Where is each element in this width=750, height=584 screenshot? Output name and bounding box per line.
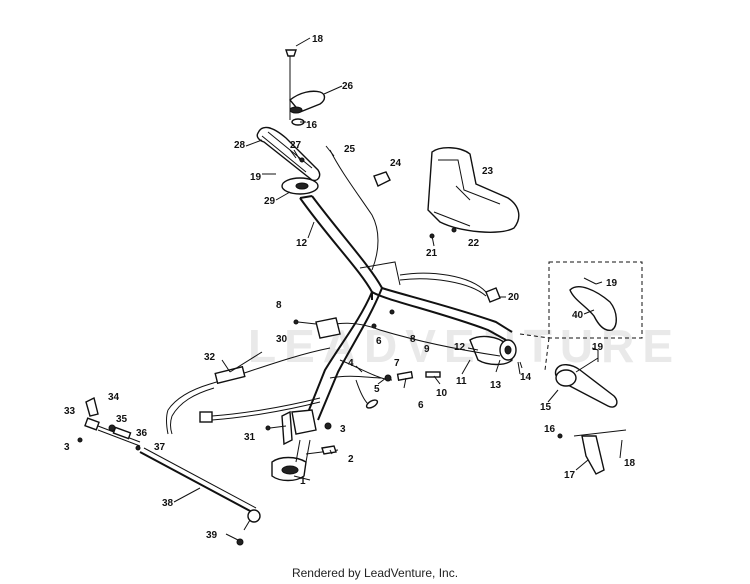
callout-16b: 16 (544, 424, 556, 435)
callout-35: 35 (116, 414, 128, 425)
lower-mount (265, 409, 339, 482)
callout-6b: 6 (418, 400, 424, 411)
inset-box (519, 261, 643, 371)
callout-27: 27 (290, 140, 302, 151)
handlebar-frame (299, 195, 513, 421)
control-rod (139, 447, 261, 546)
callout-8b: 8 (410, 334, 416, 345)
callout-12: 12 (296, 238, 308, 249)
callout-15: 15 (540, 402, 552, 413)
clamp-30 (293, 309, 395, 339)
callout-25: 25 (344, 144, 356, 155)
callout-26: 26 (342, 81, 354, 92)
callout-9: 9 (424, 344, 430, 355)
callout-20: 20 (508, 292, 520, 303)
switch-block (469, 335, 521, 375)
grip-right (554, 350, 618, 408)
callout-19b: 19 (606, 278, 618, 289)
callout-19: 19 (250, 172, 262, 183)
callout-1: 1 (300, 476, 306, 487)
callout-32: 32 (204, 352, 216, 363)
callout-33: 33 (64, 406, 76, 417)
cable-32 (166, 347, 331, 435)
upper-hardware (285, 49, 326, 163)
callout-12b: 12 (454, 342, 466, 353)
part-24-clip (373, 171, 391, 187)
shield-cover (427, 147, 520, 233)
callout-14: 14 (520, 372, 532, 383)
callout-34: 34 (108, 392, 120, 403)
callout-19c: 19 (592, 342, 604, 353)
callout-13: 13 (490, 380, 502, 391)
callout-4: 4 (348, 358, 354, 369)
callout-38: 38 (162, 498, 174, 509)
callout-6: 6 (376, 336, 382, 347)
wire-harness (319, 322, 501, 409)
callout-5: 5 (374, 384, 380, 395)
callout-17: 17 (564, 470, 576, 481)
callout-29: 29 (264, 196, 276, 207)
callout-8: 8 (276, 300, 282, 311)
callout-3b: 3 (64, 442, 70, 453)
callout-39: 39 (206, 530, 218, 541)
callout-36: 36 (136, 428, 148, 439)
render-credit: Rendered by LeadVenture, Inc. (291, 566, 459, 580)
callout-7: 7 (394, 358, 400, 369)
callout-31: 31 (244, 432, 256, 443)
connector-20 (485, 287, 501, 303)
clamp-17 (557, 429, 627, 475)
callout-2: 2 (348, 454, 354, 465)
callout-3: 3 (340, 424, 346, 435)
leader-lines (173, 37, 623, 541)
grip-upper (256, 126, 321, 195)
callout-18b: 18 (624, 458, 636, 469)
callout-21: 21 (426, 248, 438, 259)
callout-10: 10 (436, 388, 448, 399)
callout-22: 22 (468, 238, 480, 249)
callout-37: 37 (154, 442, 166, 453)
callout-40: 40 (572, 310, 584, 321)
callout-30: 30 (276, 334, 288, 345)
callout-23: 23 (482, 166, 494, 177)
callout-28: 28 (234, 140, 246, 151)
callout-16: 16 (306, 120, 318, 131)
control-cable (329, 149, 379, 271)
callout-11: 11 (456, 376, 467, 387)
linkage-left (77, 396, 141, 451)
callout-24: 24 (390, 158, 402, 169)
callout-18: 18 (312, 34, 324, 45)
callout-labels: 1 2 3 3 4 5 6 6 7 8 8 9 10 11 12 12 13 1… (64, 34, 636, 541)
